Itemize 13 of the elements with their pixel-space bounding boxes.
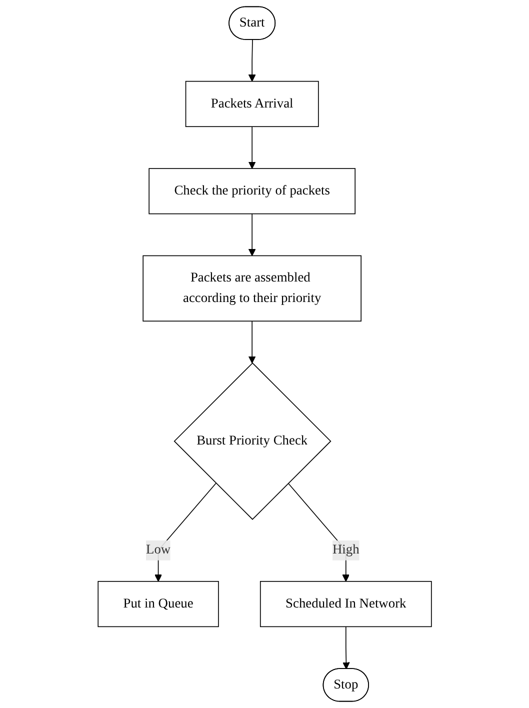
arrow — [248, 126, 256, 169]
arrow — [248, 213, 256, 256]
node-box: Put in Queue — [97, 580, 219, 628]
node-box: Check the priority of packets — [148, 168, 356, 214]
node-box: Packets Arrival — [185, 80, 319, 128]
node-box: Packets are assembled according to their priority — [142, 255, 362, 322]
node-diamond: Burst Priority Check — [174, 362, 331, 520]
arrow — [342, 626, 350, 670]
node-box: Scheduled In Network — [260, 580, 432, 628]
arrow — [248, 320, 256, 364]
arrow — [248, 39, 256, 82]
edge-label: Low — [146, 542, 170, 558]
edge-label: High — [332, 542, 360, 558]
